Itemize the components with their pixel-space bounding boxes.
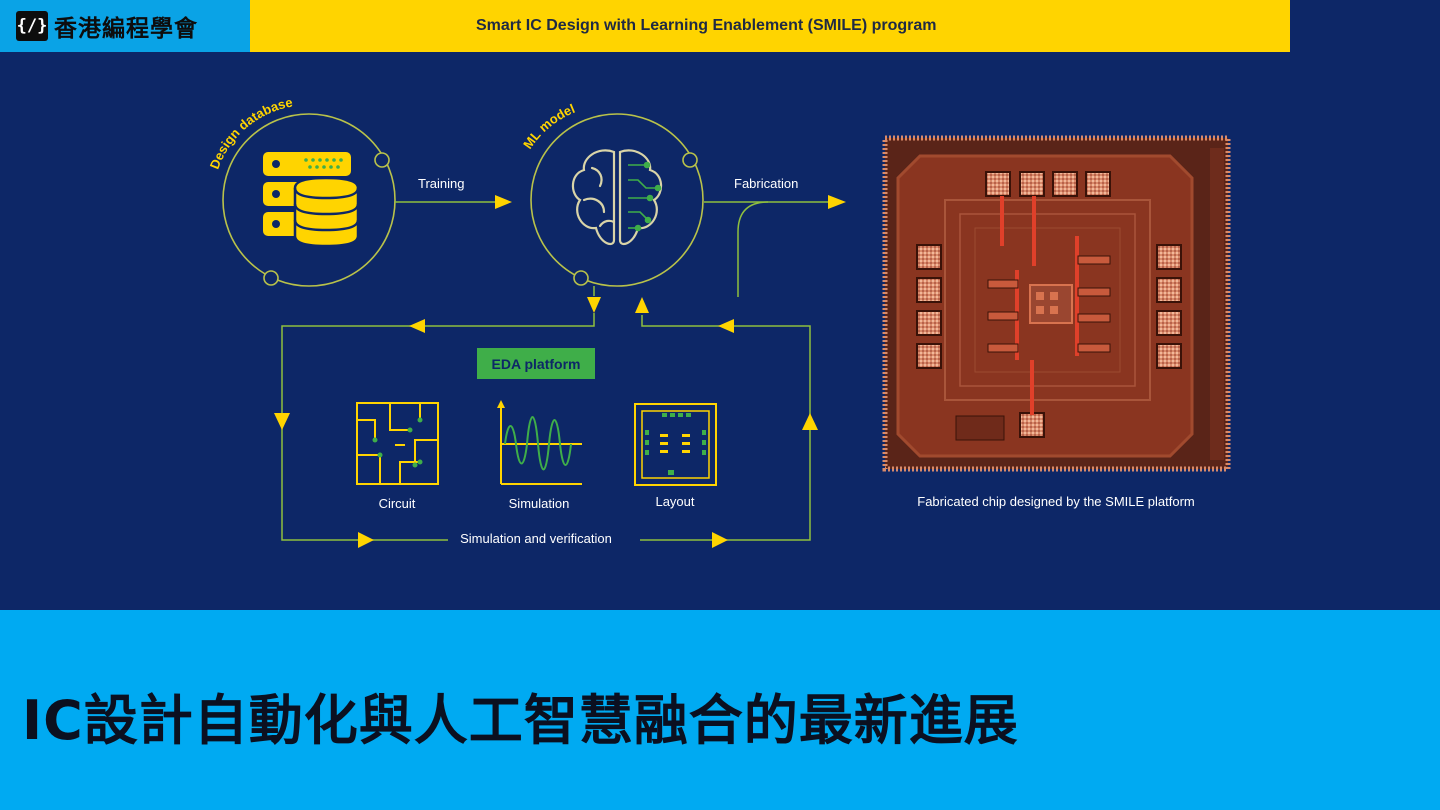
- training-label: Training: [418, 176, 464, 191]
- brand-name: 香港編程學會: [54, 16, 198, 42]
- page-title: Smart IC Design with Learning Enablement…: [476, 17, 937, 34]
- smile-workflow-diagram: Design database Training: [207, 95, 1231, 548]
- design-database-node: Design database: [207, 95, 396, 287]
- fabrication-arrow: Fabrication: [704, 176, 846, 297]
- brain-icon: [571, 149, 663, 246]
- ml-model-node: ML model: [520, 101, 704, 287]
- layout-label: Layout: [655, 494, 694, 509]
- fabrication-label: Fabrication: [734, 176, 798, 191]
- main-caption: IC設計自動化與人工智慧融合的最新進展: [22, 689, 1019, 752]
- layout-icon: Layout: [634, 403, 717, 509]
- ml-model-label: ML model: [520, 101, 577, 152]
- code-brackets-icon: {/}: [16, 11, 48, 41]
- circuit-label: Circuit: [379, 496, 416, 511]
- simulation-icon: Simulation: [497, 400, 582, 511]
- logo-bar: {/} 香港編程學會: [0, 0, 250, 52]
- feedback-loop: Simulation and verification: [274, 286, 818, 548]
- header-title-bar: Smart IC Design with Learning Enablement…: [250, 0, 1290, 52]
- training-arrow: Training: [395, 176, 512, 209]
- svg-text:EDA platform: EDA platform: [492, 356, 581, 372]
- simulation-label: Simulation: [509, 496, 570, 511]
- circuit-icon: Circuit: [356, 402, 439, 511]
- neural-circuit-icon: [628, 161, 662, 232]
- eda-platform-badge: EDA platform: [477, 348, 595, 379]
- fabricated-chip-image: Fabricated chip designed by the SMILE pl…: [882, 135, 1231, 509]
- chip-caption: Fabricated chip designed by the SMILE pl…: [917, 494, 1194, 509]
- caption-bar: IC設計自動化與人工智慧融合的最新進展: [0, 610, 1440, 810]
- simulation-verification-label: Simulation and verification: [460, 531, 612, 546]
- database-icon: [263, 152, 360, 248]
